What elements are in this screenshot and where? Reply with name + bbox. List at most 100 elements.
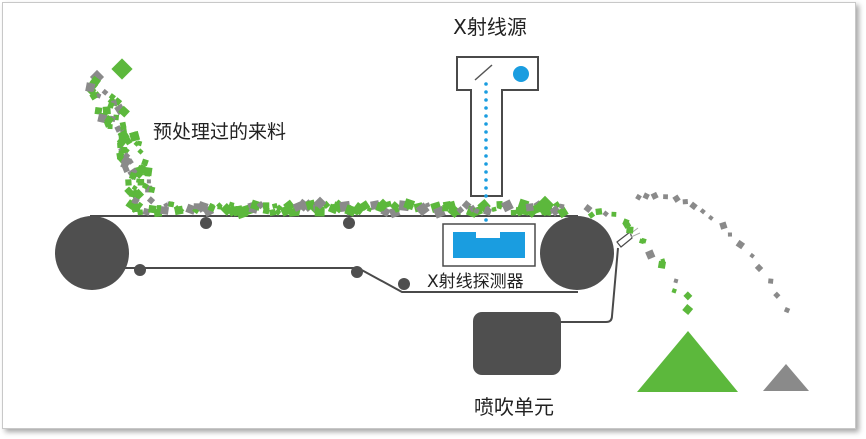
material-particle (124, 137, 133, 146)
idler-roller (134, 264, 146, 276)
material-particle (111, 58, 133, 80)
material-particle (491, 206, 497, 212)
material-particle (425, 202, 431, 208)
material-particle (783, 306, 791, 314)
xray-beam-dot (484, 154, 488, 158)
material-particle (525, 203, 534, 212)
material-particle (650, 191, 659, 200)
material-particle (146, 179, 151, 184)
material-particle (114, 125, 122, 133)
material-particle (208, 202, 215, 210)
material-particle (117, 142, 123, 149)
xray-beam-dot (484, 90, 488, 94)
material-particle (262, 207, 270, 215)
material-particle (136, 178, 141, 183)
material-particle (168, 201, 175, 208)
material-particle (271, 202, 278, 209)
material-particle (129, 130, 141, 142)
material-particle (250, 199, 262, 211)
material-particle (141, 158, 149, 167)
xray-beam-dot (484, 186, 488, 190)
material-particle (557, 206, 569, 219)
material-particle (366, 206, 373, 213)
material-particle (136, 140, 143, 147)
material-particle (671, 288, 677, 294)
material-particle (256, 200, 265, 210)
material-particle (403, 198, 416, 211)
material-particle (107, 123, 113, 130)
material-particle (535, 195, 555, 215)
material-particle (262, 202, 270, 209)
material-particle (125, 179, 132, 186)
material-particle (442, 205, 449, 212)
material-particle (313, 196, 327, 210)
material-particle (160, 206, 170, 215)
idler-roller (200, 217, 212, 229)
air-hose (561, 247, 619, 323)
material-particle (749, 252, 755, 259)
material-particle (611, 211, 617, 217)
idler-roller (398, 278, 410, 290)
idler-roller (343, 217, 355, 229)
xray-beam-dot (484, 130, 488, 134)
material-particle (663, 194, 669, 200)
material-particle (128, 192, 135, 198)
material-particle (496, 203, 503, 210)
xray-beam-dot (484, 114, 488, 118)
air-nozzle (616, 231, 633, 248)
material-particle (283, 199, 296, 212)
material-particle (727, 232, 733, 237)
material-particle (137, 209, 144, 216)
material-particle (683, 291, 693, 301)
material-particle (484, 205, 491, 212)
material-particle (185, 203, 197, 215)
material-particle (635, 193, 642, 201)
material-particle (376, 198, 390, 212)
material-particle (773, 291, 781, 299)
xray-beam-dot (484, 106, 488, 110)
idler-roller (351, 266, 363, 278)
material-particle (583, 204, 593, 214)
material-particle (719, 221, 728, 230)
material-particle (682, 304, 694, 315)
material-particle (118, 105, 130, 118)
material-particle (638, 238, 645, 245)
material-particle (673, 278, 679, 284)
material-particle (645, 249, 656, 260)
material-particle (672, 194, 681, 203)
xray-beam-dot (484, 146, 488, 150)
material-particle (141, 182, 149, 190)
material-particle (473, 207, 480, 215)
material-particle (216, 202, 223, 209)
xray-beam-dot (484, 82, 488, 86)
xray-emitter-dot (513, 66, 529, 82)
material-particle (587, 211, 596, 219)
material-particle (500, 199, 514, 213)
material-particle (127, 158, 134, 165)
xray-beam-dot (484, 122, 488, 126)
xray-emitter-line (474, 64, 493, 81)
material-particle (359, 200, 371, 212)
material-particle (146, 196, 156, 205)
material-particle (128, 171, 138, 181)
xray-detector-label: X射线探测器 (427, 272, 524, 292)
right-roller (540, 216, 614, 290)
material-particle (163, 202, 169, 209)
material-particle (156, 205, 162, 210)
material-particle (602, 210, 609, 217)
material-particle (148, 186, 156, 194)
material-particle (101, 88, 109, 96)
xray-source-label: X射线源 (453, 15, 527, 39)
material-particle (274, 208, 282, 216)
xray-beam-dot (484, 218, 488, 222)
green-material-pile (637, 331, 738, 392)
material-particle (134, 169, 144, 179)
material-particle (178, 207, 185, 214)
material-particle (122, 165, 130, 173)
material-particle (549, 205, 561, 217)
xray-beam-dot (484, 98, 488, 102)
material-particle (344, 204, 357, 217)
material-particle (699, 208, 706, 215)
material-particle (754, 263, 764, 273)
material-particle (446, 200, 457, 211)
